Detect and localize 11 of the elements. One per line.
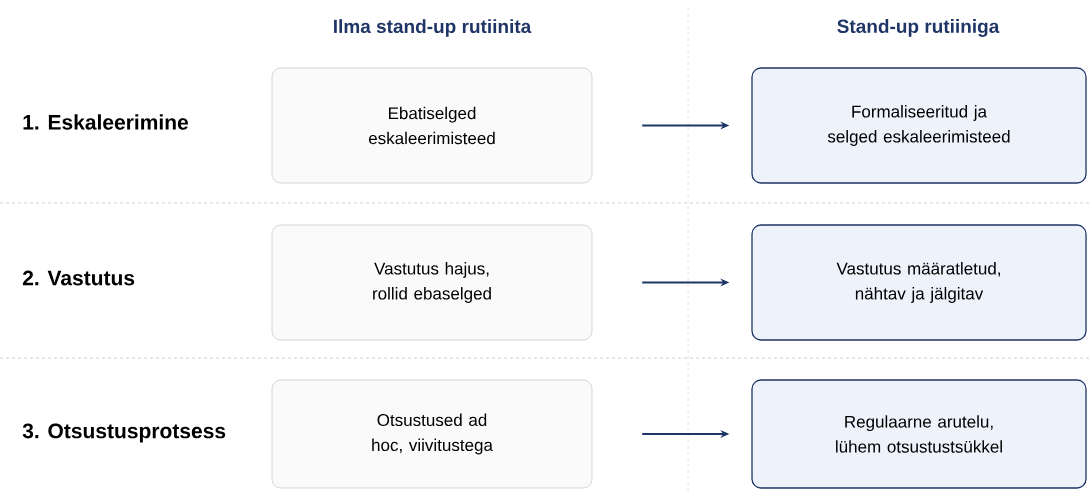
column-heading: Stand-up rutiiniga [837, 19, 1000, 37]
column-heading: Ilma stand-up rutiinita [334, 19, 532, 37]
text-box: Regulaarne arutelu, lühem otsustustsükkel [751, 379, 1087, 489]
row-label: 2. Vastutus [22, 270, 135, 286]
text-box: Vastutus hajus, rollid ebaselged [271, 224, 593, 341]
row-label: 1. Eskaleerimine [23, 114, 188, 130]
text-box: Ebatiselged eskaleerimisteed [271, 67, 593, 184]
row-label: 3. Otsustusprotsess [22, 423, 226, 443]
text-box: Otsustused ad hoc, viivitustega [271, 379, 593, 489]
text-box: Formaliseeritud ja selged eskaleerimisteed [751, 67, 1087, 184]
text-box: Vastutus määratletud, nähtav ja jälgitav [751, 224, 1087, 341]
